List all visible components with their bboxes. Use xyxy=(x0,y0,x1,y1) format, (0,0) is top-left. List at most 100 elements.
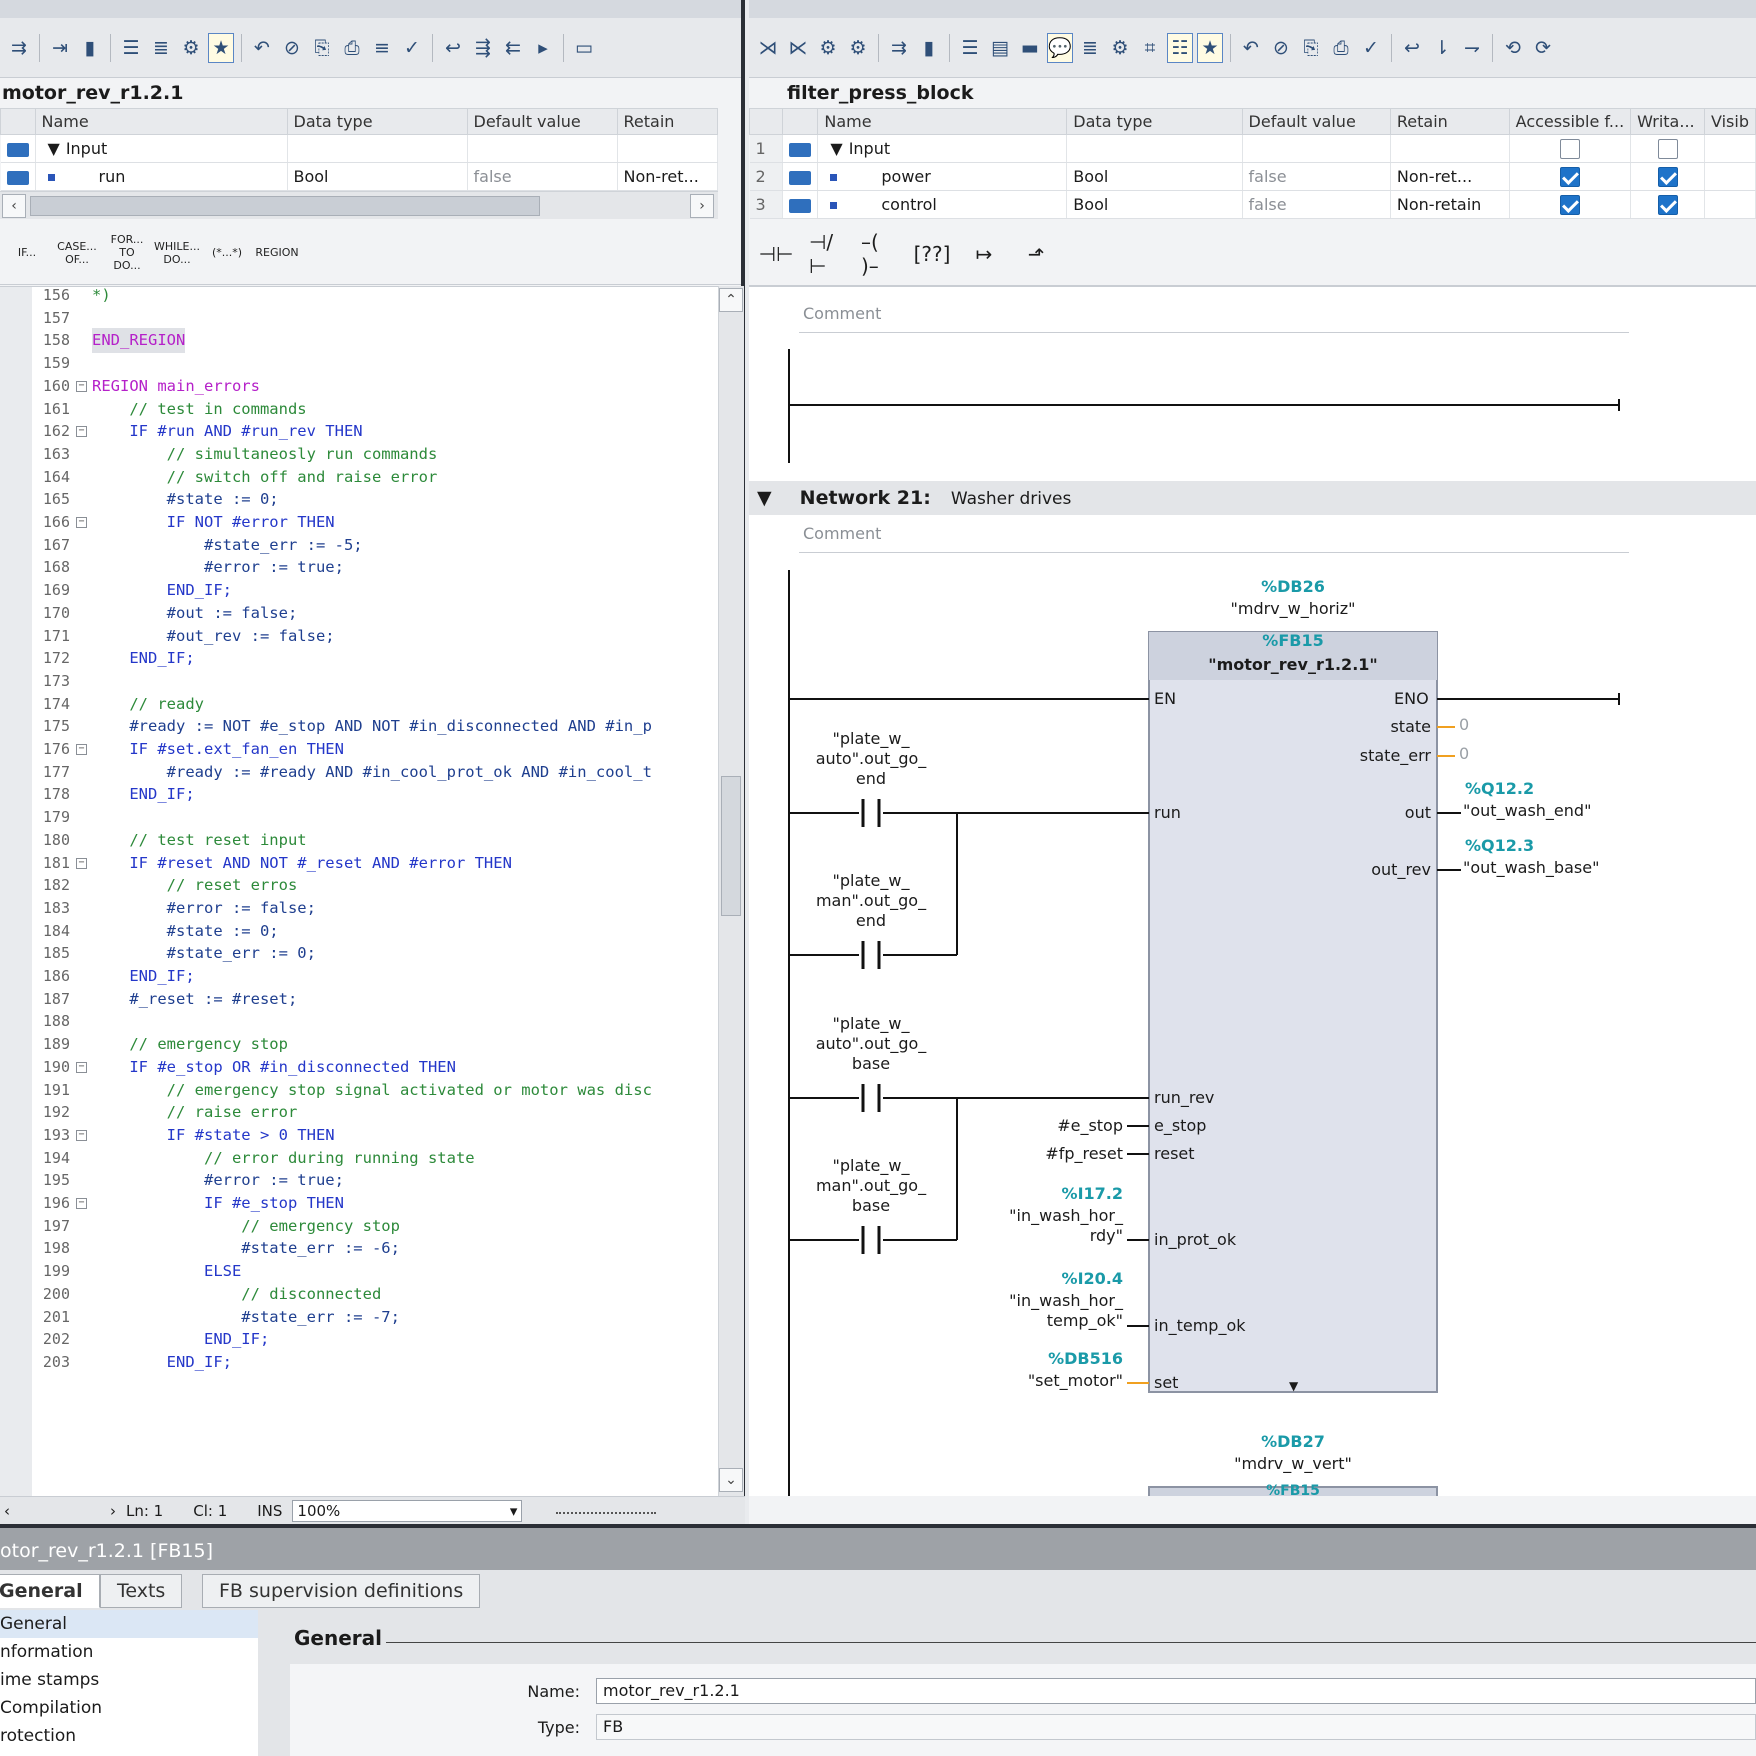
db2-name[interactable]: "mdrv_w_vert" xyxy=(1234,1454,1352,1473)
code-line[interactable]: 171 #out_rev := false; xyxy=(0,624,718,649)
accessible-cell[interactable] xyxy=(1509,134,1632,163)
type-cell[interactable]: Bool xyxy=(1066,162,1243,191)
clear-errors-icon[interactable]: ⊘ xyxy=(284,36,300,59)
accessible-checkbox[interactable] xyxy=(1559,194,1580,215)
collapse-triangle-icon[interactable]: ▼ xyxy=(47,139,60,158)
code-line[interactable]: 202 END_IF; xyxy=(0,1327,718,1352)
default-cell[interactable]: false xyxy=(467,162,618,191)
kw-comment-button[interactable]: (*...*) xyxy=(211,246,243,259)
tab-fb-supervision[interactable]: FB supervision definitions xyxy=(202,1574,481,1608)
delete-row-icon[interactable]: ▮ xyxy=(84,36,96,59)
writable-cell[interactable] xyxy=(1630,134,1706,163)
default-cell[interactable]: false xyxy=(1242,190,1391,219)
code-line[interactable]: 198 #state_err := -6; xyxy=(0,1236,718,1261)
interface-hscroll[interactable]: ‹ › xyxy=(0,191,718,219)
header-visible[interactable]: Visib xyxy=(1704,108,1756,135)
code-line[interactable]: 201 #state_err := -7; xyxy=(0,1305,718,1330)
monitor-off-icon[interactable]: ⟳ xyxy=(1535,36,1551,59)
nav-general[interactable]: General xyxy=(0,1610,261,1638)
window-icon[interactable]: ▭ xyxy=(575,36,593,59)
table-row[interactable]: ▼Input xyxy=(0,134,718,163)
table-row[interactable]: 1 ▼Input xyxy=(749,134,1756,163)
nc-contact-icon[interactable]: ⊣/⊢ xyxy=(809,229,834,278)
code-line[interactable]: 186 END_IF; xyxy=(0,964,718,989)
check-icon[interactable]: ✓ xyxy=(404,36,420,59)
code-line[interactable]: 180 // test reset input xyxy=(0,828,718,853)
code-line[interactable]: 170 #out := false; xyxy=(0,601,718,626)
check-icon[interactable]: ✓ xyxy=(1363,36,1379,59)
header-retain[interactable]: Retain xyxy=(616,108,718,135)
accessible-checkbox[interactable] xyxy=(1559,138,1580,159)
code-line[interactable]: 167 #state_err := -5; xyxy=(0,533,718,558)
indent-left-icon[interactable]: ⇇ xyxy=(505,36,521,59)
writable-cell[interactable] xyxy=(1630,190,1706,219)
monitor-icon[interactable]: ⚙ xyxy=(1111,36,1129,59)
contact-label[interactable]: "plate_w_man".out_go_end xyxy=(801,871,941,931)
reset-tag[interactable]: #fp_reset xyxy=(1045,1144,1123,1163)
empty-box-icon[interactable]: [??] xyxy=(913,241,951,266)
code-line[interactable]: 189 // emergency stop xyxy=(0,1032,718,1057)
monitor-icon[interactable]: ⚙ xyxy=(182,36,200,59)
fold-toggle-icon[interactable]: − xyxy=(76,1198,87,1209)
code-vscroll[interactable]: ⌃ ⌄ xyxy=(718,286,744,1496)
table-row[interactable]: 3 control Bool false Non-retain xyxy=(749,190,1756,219)
scroll-up-icon[interactable]: ⌃ xyxy=(719,288,743,312)
fold-toggle-icon[interactable]: − xyxy=(76,517,87,528)
step-out-icon[interactable]: ⇁ xyxy=(1464,36,1480,59)
code-line[interactable]: 197 // emergency stop xyxy=(0,1214,718,1239)
code-line[interactable]: 160−REGION main_errors xyxy=(0,374,718,399)
accessible-cell[interactable] xyxy=(1509,190,1632,219)
monitor-on-icon[interactable]: ⟲ xyxy=(1505,36,1521,59)
retain-cell[interactable]: Non-ret... xyxy=(617,162,718,191)
header-accessible[interactable]: Accessible f... xyxy=(1508,108,1632,135)
code-line[interactable]: 181− IF #reset AND NOT #_reset AND #erro… xyxy=(0,851,718,876)
header-datatype[interactable]: Data type xyxy=(286,108,468,135)
network-description[interactable]: Washer drives xyxy=(950,489,1072,509)
scroll-right-icon[interactable]: › xyxy=(690,194,714,218)
code-line[interactable]: 157 xyxy=(0,306,718,331)
nav-time-stamps[interactable]: ime stamps xyxy=(0,1670,100,1690)
db-name[interactable]: "mdrv_w_horiz" xyxy=(1230,599,1356,618)
code-line[interactable]: 200 // disconnected xyxy=(0,1282,718,1307)
out-tag[interactable]: "out_wash_end" xyxy=(1463,801,1592,820)
absolute-icon[interactable]: ⌗ xyxy=(1144,36,1156,59)
accessible-checkbox[interactable] xyxy=(1559,166,1580,187)
contact-label[interactable]: "plate_w_man".out_go_base xyxy=(801,1156,941,1216)
code-line[interactable]: 159 xyxy=(0,351,718,376)
outdent-icon[interactable]: ≣ xyxy=(153,36,169,59)
scroll-left-icon[interactable]: ‹ xyxy=(2,194,26,218)
insert-row-icon[interactable]: ⇉ xyxy=(891,36,907,59)
code-line[interactable]: 174 // ready xyxy=(0,692,718,717)
fold-toggle-icon[interactable]: − xyxy=(76,426,87,438)
kw-region-button[interactable]: REGION xyxy=(255,246,299,259)
bookmark-icon[interactable]: ⎘ xyxy=(314,36,330,59)
code-line[interactable]: 192 // raise error xyxy=(0,1100,718,1125)
fb-instance-box-2[interactable] xyxy=(1148,1486,1438,1496)
scroll-left-icon[interactable]: ‹ xyxy=(4,1501,10,1520)
prot-tag[interactable]: "in_wash_hor_rdy" xyxy=(949,1206,1123,1246)
code-line[interactable]: 193− IF #state > 0 THEN xyxy=(0,1123,718,1148)
table-row[interactable]: run Bool false Non-ret... xyxy=(0,162,718,191)
delete-row-icon[interactable]: ▮ xyxy=(923,36,935,59)
name-cell[interactable]: ▼Input xyxy=(817,134,1068,163)
fold-toggle-icon[interactable]: − xyxy=(76,857,87,869)
go-to-error-icon[interactable]: ↶ xyxy=(254,36,270,59)
code-line[interactable]: 178 END_IF; xyxy=(0,782,718,807)
fold-toggle-icon[interactable]: − xyxy=(76,380,87,392)
insert-block-icon[interactable]: ⇥ xyxy=(52,36,68,59)
code-line[interactable]: 185 #state_err := 0; xyxy=(0,941,718,966)
writable-checkbox[interactable] xyxy=(1657,166,1678,187)
kw-while-button[interactable]: WHILE... DO... xyxy=(154,239,200,266)
coil-icon[interactable]: –( )– xyxy=(861,229,879,278)
network-comment[interactable]: Comment xyxy=(799,519,1629,553)
name-cell[interactable]: control xyxy=(817,190,1068,219)
code-line[interactable]: 183 #error := false; xyxy=(0,896,718,921)
name-cell[interactable]: run xyxy=(35,162,288,191)
collapse-icon[interactable]: ⚙ xyxy=(849,36,867,59)
code-line[interactable]: 196− IF #e_stop THEN xyxy=(0,1191,718,1216)
clear-errors-icon[interactable]: ⊘ xyxy=(1273,36,1289,59)
code-line[interactable]: 203 END_IF; xyxy=(0,1350,718,1375)
e-stop-tag[interactable]: #e_stop xyxy=(1057,1116,1123,1135)
indent-icon[interactable]: ≣ xyxy=(1082,36,1098,59)
